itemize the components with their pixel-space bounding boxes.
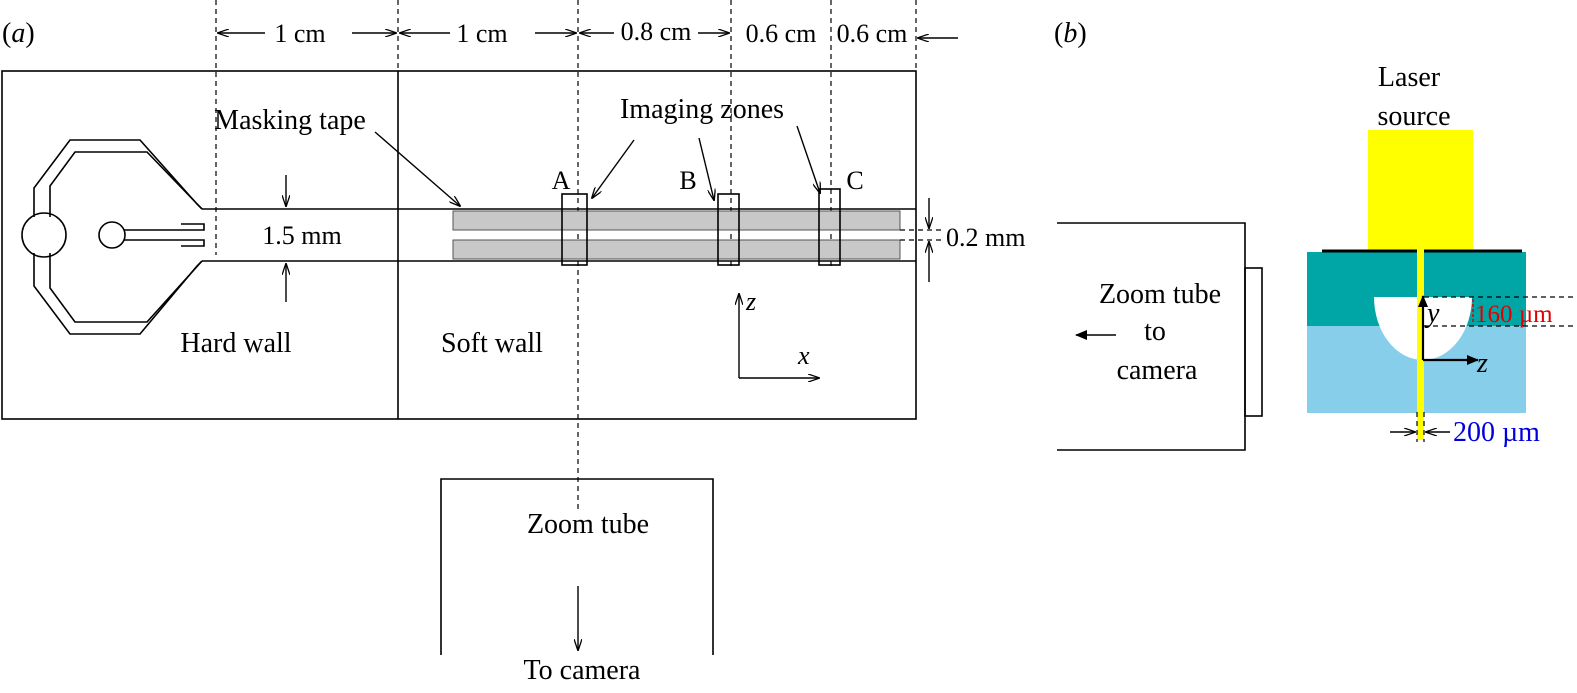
panel-b: (b) Zoom tube to camera Laser source 160… xyxy=(1054,18,1577,451)
zoom-tube-bottom xyxy=(440,478,714,655)
masking-tape-pointer xyxy=(374,131,460,206)
panel-a-label: (a) xyxy=(2,18,35,49)
zone-label-b: B xyxy=(679,166,696,195)
inlet-manifold xyxy=(21,139,205,335)
zone-label-a: A xyxy=(552,166,571,195)
zoom-tube-lens-cap xyxy=(1244,267,1263,417)
zoom-tube-label: Zoom tube xyxy=(527,509,649,540)
imaging-zones-pointer-b xyxy=(698,137,714,200)
chip-outline xyxy=(1,70,917,420)
zone-label-c: C xyxy=(846,166,863,195)
dimension-arrows xyxy=(218,33,958,38)
soft-wall-label: Soft wall xyxy=(441,328,543,359)
zoom-tube-side-line1: Zoom tube xyxy=(1099,279,1221,310)
axis-label-z-b: z xyxy=(1476,348,1488,379)
imaging-zones-pointer-a xyxy=(592,139,635,198)
laser-sheet xyxy=(1417,248,1424,440)
laser-source-line2: source xyxy=(1377,101,1450,132)
masking-tape-strip-top xyxy=(452,210,901,231)
imaging-zone-c xyxy=(818,188,841,266)
sheet-thickness-label: 200 µm xyxy=(1453,417,1540,448)
coordinate-axes-yz: y z xyxy=(1418,295,1488,379)
imaging-zone-a xyxy=(561,193,588,266)
imaging-zones-label: Imaging zones xyxy=(620,94,784,125)
coordinate-axes-xz: z x xyxy=(739,287,819,378)
inlet-port xyxy=(21,212,67,258)
dimension-label-5: 0.6 cm xyxy=(837,19,908,48)
dimension-label-4: 0.6 cm xyxy=(746,19,817,48)
laser-source-block xyxy=(1368,130,1473,250)
zoom-tube-side-line3: camera xyxy=(1117,355,1198,386)
panel-a: (a) 1 cm 1 cm 0.8 cm 0.6 cm 0.6 cm xyxy=(1,0,1025,686)
dimension-label-2: 1 cm xyxy=(456,19,507,48)
masking-tape-label: Masking tape xyxy=(214,105,366,136)
channel-width-label: 1.5 mm xyxy=(262,221,341,250)
laser-source-line1: Laser xyxy=(1378,62,1441,93)
hard-wall-label: Hard wall xyxy=(180,328,291,359)
imaging-zone-b xyxy=(717,193,740,266)
gap-label: 0.2 mm xyxy=(946,223,1025,252)
panel-b-label: (b) xyxy=(1054,18,1087,49)
axis-label-y: y xyxy=(1424,298,1440,329)
axis-label-z: z xyxy=(745,287,756,316)
zoom-tube-side-line2: to xyxy=(1144,316,1166,347)
inner-port xyxy=(98,221,126,249)
dimension-label-3: 0.8 cm xyxy=(621,17,692,46)
depth-label: 160 µm xyxy=(1475,301,1553,328)
axis-label-x: x xyxy=(797,341,810,370)
dimension-label-1: 1 cm xyxy=(274,19,325,48)
imaging-zones-pointer-c xyxy=(796,125,820,193)
masking-tape-strip-bottom xyxy=(452,239,901,260)
to-camera-label: To camera xyxy=(524,655,642,686)
